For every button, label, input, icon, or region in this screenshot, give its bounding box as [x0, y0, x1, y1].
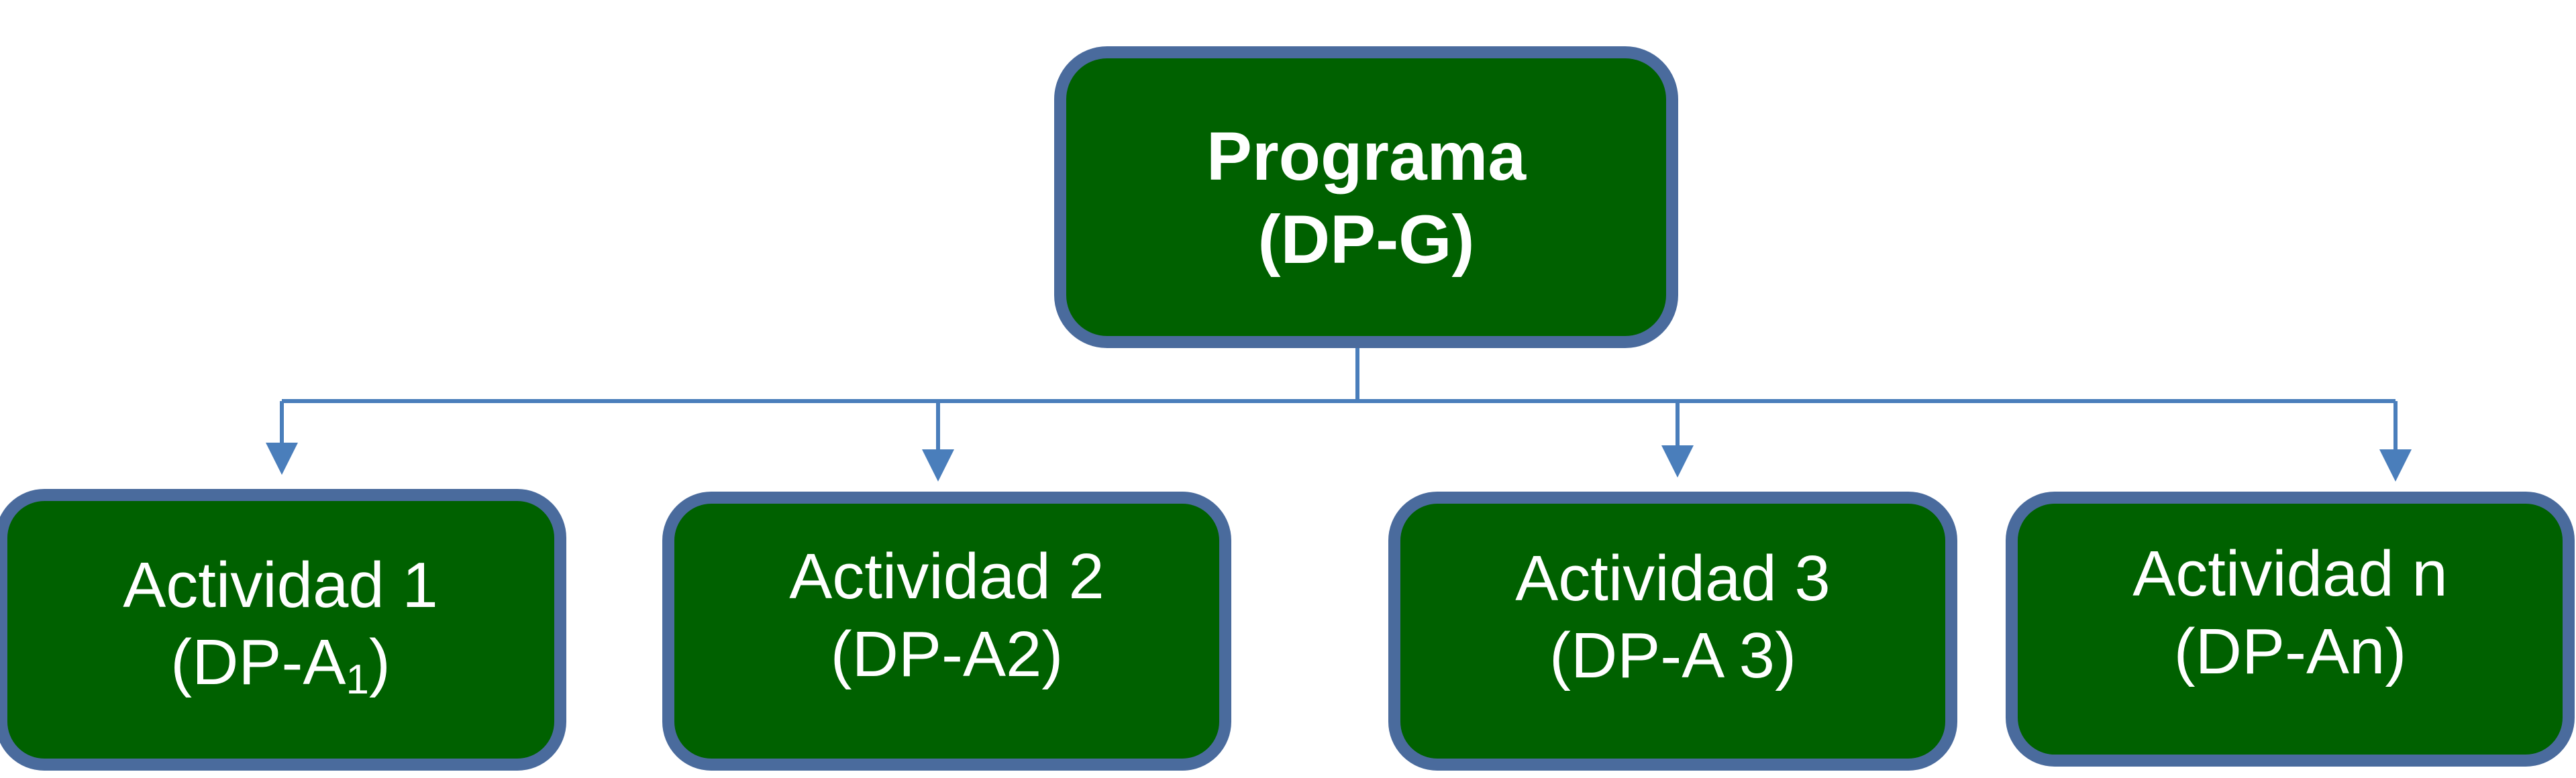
root-box [1054, 46, 1678, 348]
arrow-down-icon [922, 449, 954, 482]
arrow-down-icon [1661, 445, 1694, 478]
child-title-3: Actividad 3 [1515, 543, 1831, 614]
child-node-4: Actividad n (DP-An) [2006, 492, 2575, 767]
child-code-1: (DP-A1) [170, 626, 391, 703]
child-node-3: Actividad 3 (DP-A 3) [1388, 492, 1957, 771]
child-node-1: Actividad 1 (DP-A1) [0, 489, 566, 771]
child-code-2: (DP-A2) [831, 618, 1064, 690]
connectors [266, 343, 2412, 482]
child-box-3 [1388, 492, 1957, 771]
root-code: (DP-G) [1258, 201, 1475, 278]
child-title-1: Actividad 1 [123, 549, 438, 621]
child-code-1-prefix: (DP-A [170, 626, 346, 698]
child-box-2 [662, 492, 1231, 771]
child-box-4 [2006, 492, 2575, 767]
child-title-4: Actividad n [2132, 538, 2448, 610]
child-code-1-subscript: 1 [346, 657, 368, 703]
child-code-4: (DP-An) [2174, 616, 2407, 687]
child-title-2: Actividad 2 [789, 541, 1104, 612]
root-title: Programa [1206, 118, 1527, 194]
child-code-1-suffix: ) [369, 626, 391, 698]
child-node-2: Actividad 2 (DP-A2) [662, 492, 1231, 771]
child-code-3: (DP-A 3) [1549, 620, 1796, 691]
arrow-down-icon [266, 443, 298, 475]
child-box-1 [0, 489, 566, 771]
arrow-down-icon [2379, 449, 2412, 482]
root-node: Programa (DP-G) [1054, 46, 1678, 348]
